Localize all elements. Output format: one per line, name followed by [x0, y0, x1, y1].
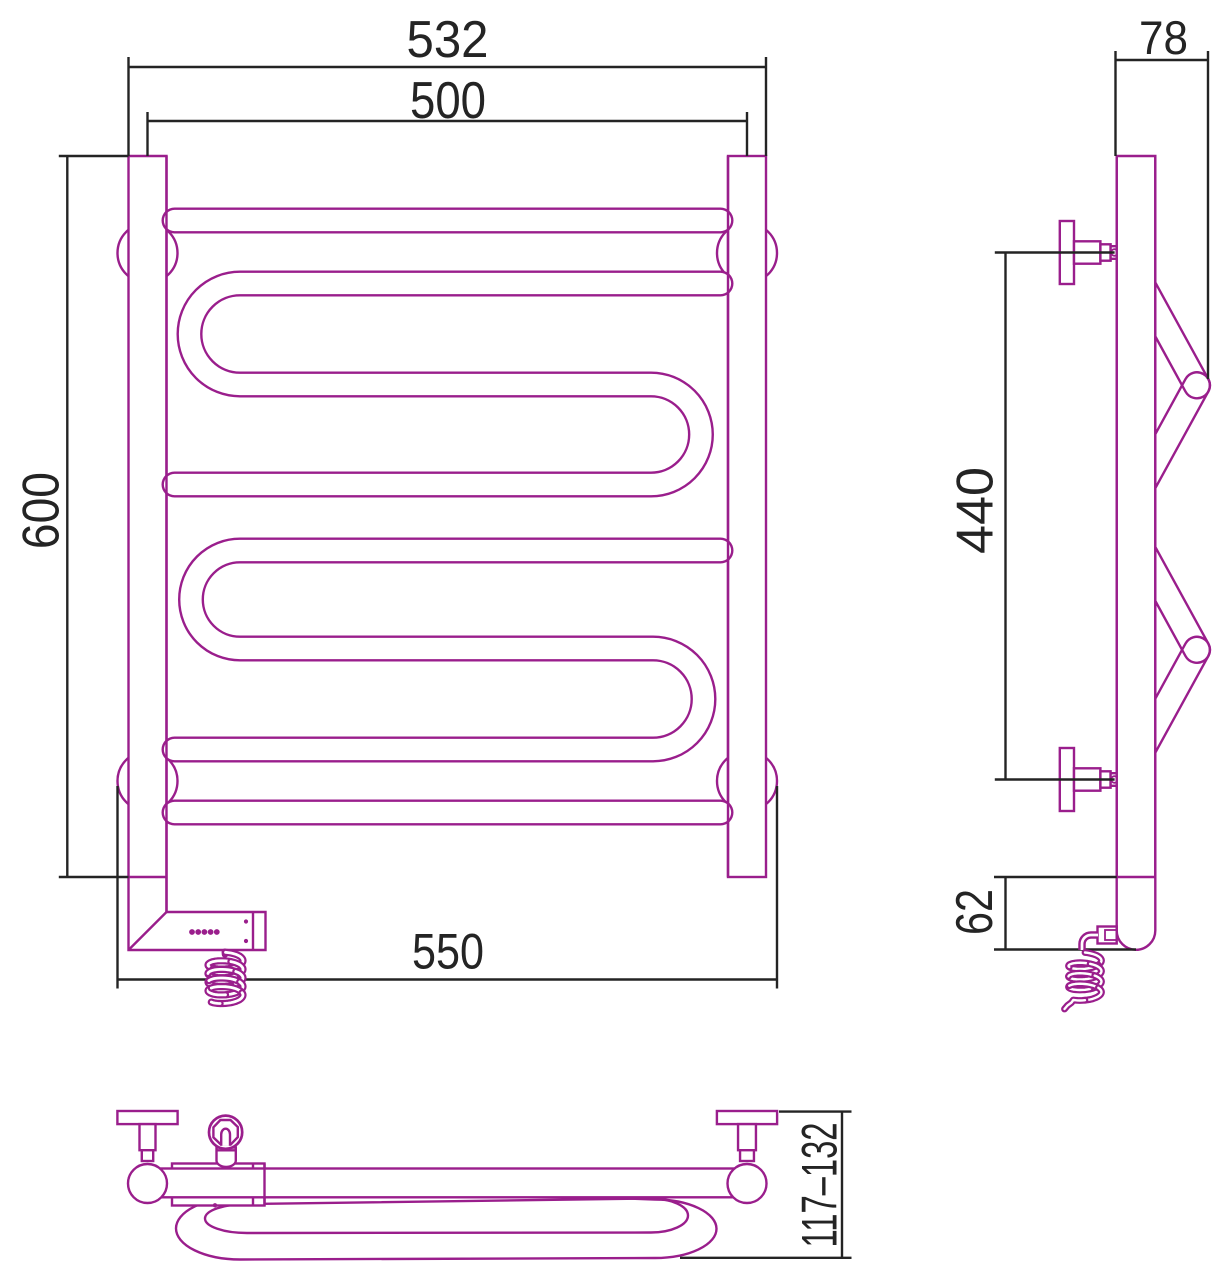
svg-text:78: 78 [1139, 11, 1188, 64]
svg-text:500: 500 [410, 72, 486, 130]
svg-text:440: 440 [947, 467, 1005, 554]
svg-text:117–132: 117–132 [792, 1123, 848, 1248]
svg-text:600: 600 [13, 472, 71, 549]
svg-text:550: 550 [412, 924, 484, 980]
svg-text:62: 62 [946, 889, 1004, 935]
svg-text:532: 532 [407, 11, 489, 69]
